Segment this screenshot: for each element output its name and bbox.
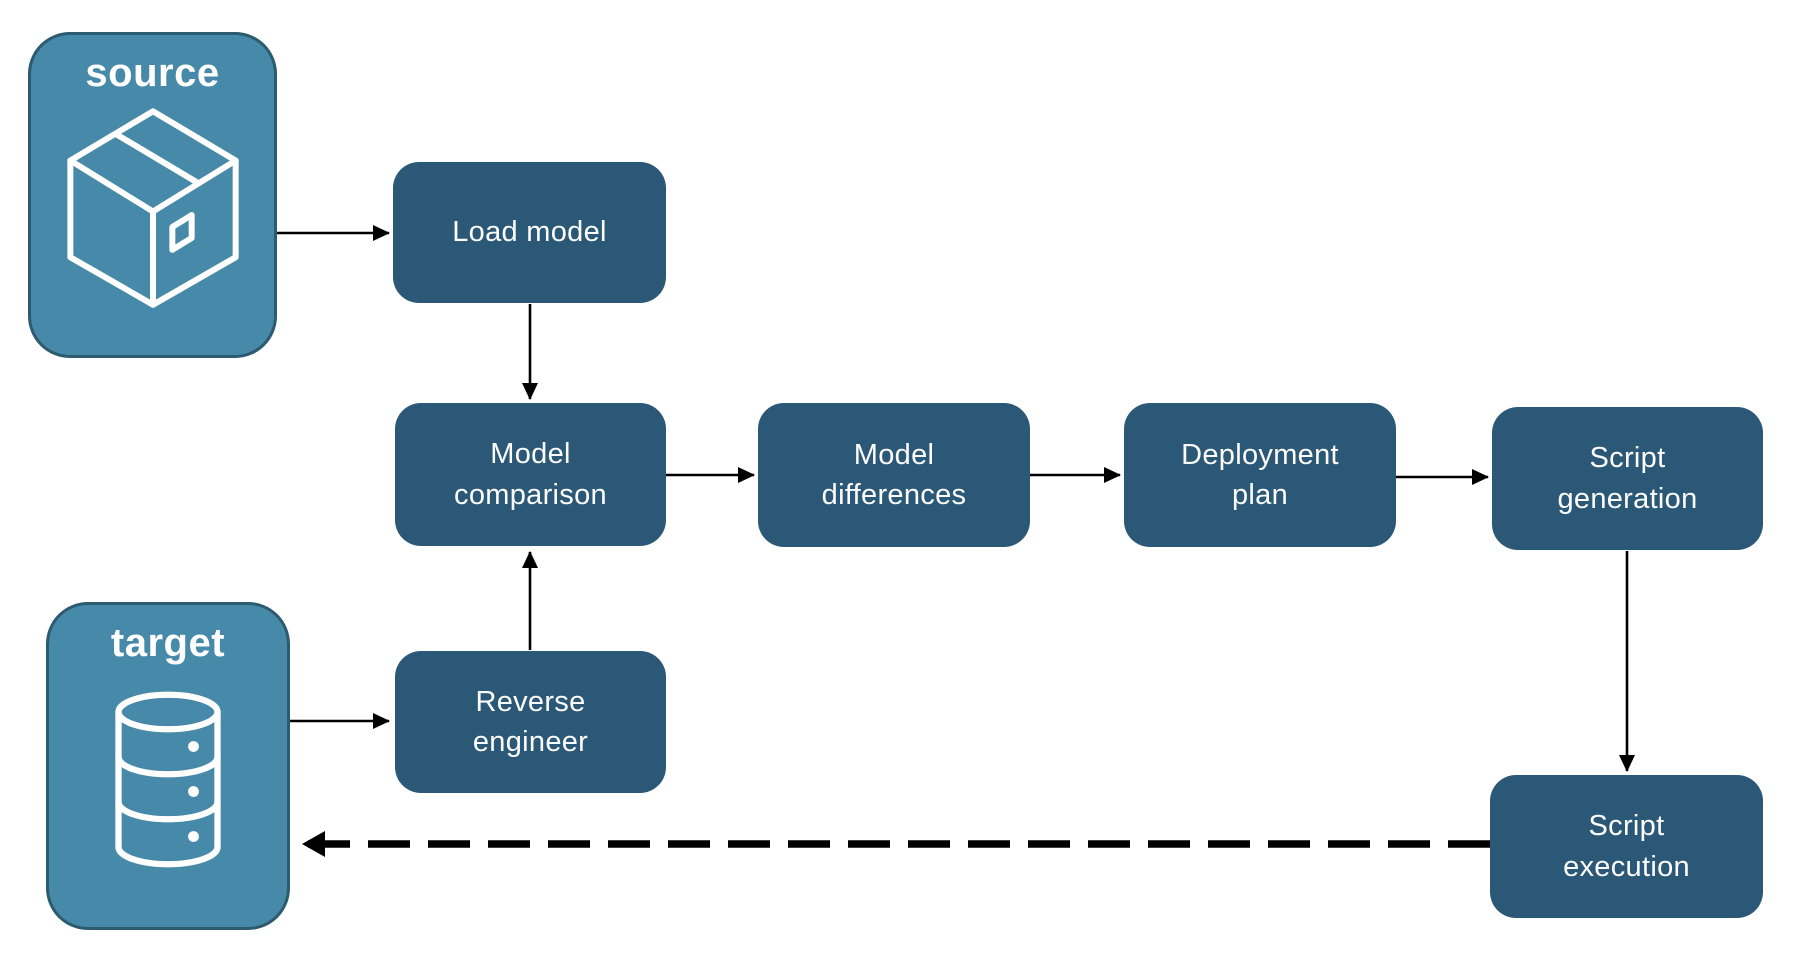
node-label: Script generation [1557,442,1698,515]
target-label: target [110,621,226,665]
node-label: Deployment plan [1181,438,1339,511]
database-icon [115,691,221,868]
node-deployment-plan: Deployment plan [1124,403,1396,547]
node-target: target [46,602,290,930]
node-label: Model comparison [454,438,607,511]
node-label: Reverse engineer [472,685,589,758]
node-label: Load model [452,216,607,249]
node-reverse-engineer: Reverse engineer [395,651,666,793]
node-source: source [28,32,277,358]
node-label: Script execution [1563,810,1690,883]
package-icon [66,108,239,308]
node-model-differences: Model differences [758,403,1030,547]
node-script-execution: Script execution [1490,775,1763,918]
source-label: source [85,51,220,95]
node-model-comparison: Model comparison [395,403,666,546]
node-load-model: Load model [393,162,666,303]
node-script-generation: Script generation [1492,407,1763,550]
node-label: Model differences [821,438,967,511]
